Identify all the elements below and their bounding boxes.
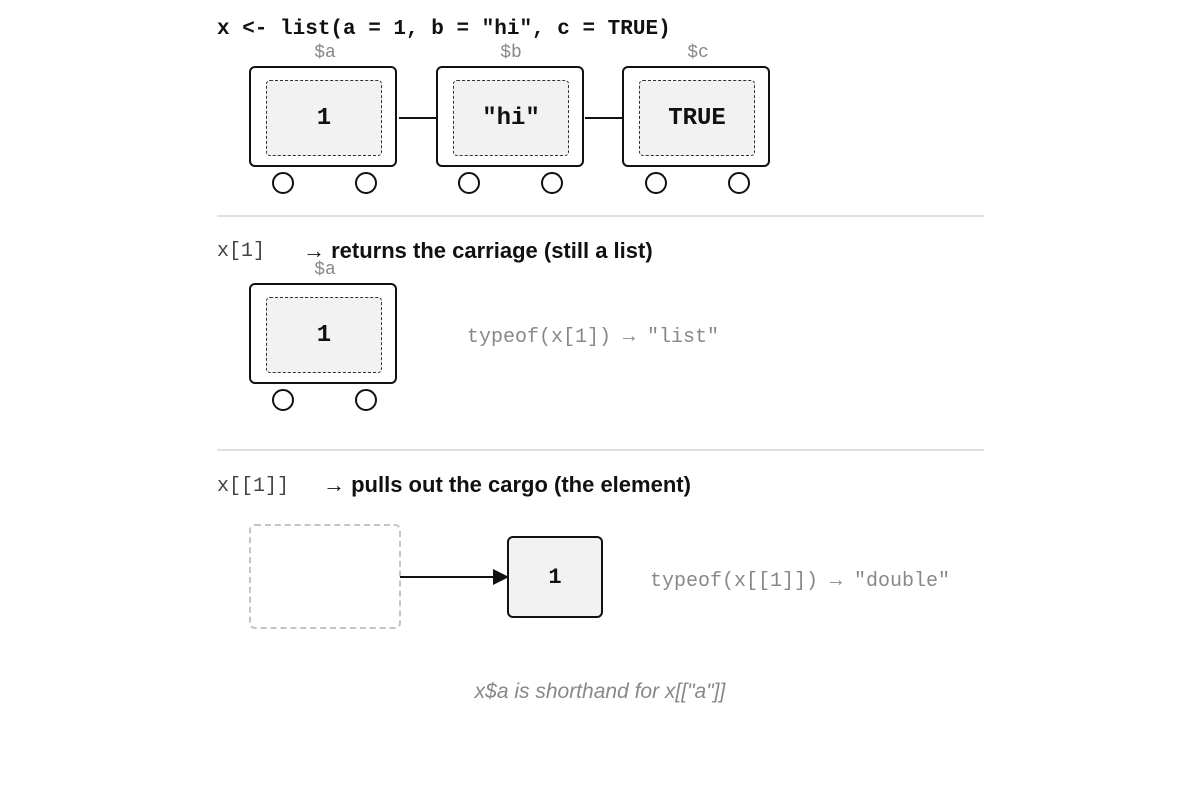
divider — [217, 215, 984, 217]
wheel — [355, 172, 377, 194]
wheel — [355, 389, 377, 411]
car-label-a: $a — [314, 260, 336, 280]
train-car-a: 1 — [249, 66, 397, 167]
wheel — [728, 172, 750, 194]
train-car-b: "hi" — [436, 66, 584, 167]
double-bracket-description: → pulls out the cargo (the element) — [323, 472, 691, 497]
double-bracket-code: x[[1]] — [217, 475, 290, 498]
typeof-double-result: typeof(x[[1]]) → "double" — [650, 570, 951, 593]
wheel — [541, 172, 563, 194]
coupler — [585, 117, 624, 119]
car-label-b: $b — [500, 43, 522, 63]
single-bracket-code: x[1] — [217, 240, 266, 263]
car-label-c: $c — [687, 43, 709, 63]
divider — [217, 449, 984, 451]
empty-carriage-ghost — [249, 524, 401, 629]
car-label-a: $a — [314, 43, 336, 63]
cargo-a: 1 — [266, 80, 382, 156]
subset-car: 1 — [249, 283, 397, 384]
wheel — [272, 389, 294, 411]
wheel — [272, 172, 294, 194]
subset-cargo: 1 — [266, 297, 382, 373]
cargo-c: TRUE — [639, 80, 755, 156]
single-bracket-description: → returns the carriage (still a list) — [303, 238, 653, 263]
extracted-element: 1 — [507, 536, 603, 618]
wheel — [458, 172, 480, 194]
shorthand-footnote: x$a is shorthand for x[["a"]] — [474, 680, 726, 703]
typeof-list-result: typeof(x[1]) → "list" — [467, 326, 720, 349]
wheel — [645, 172, 667, 194]
train-car-c: TRUE — [622, 66, 770, 167]
coupler — [399, 117, 438, 119]
list-definition-code: x <- list(a = 1, b = "hi", c = TRUE) — [217, 18, 671, 41]
cargo-b: "hi" — [453, 80, 569, 156]
extract-arrow — [400, 569, 509, 585]
